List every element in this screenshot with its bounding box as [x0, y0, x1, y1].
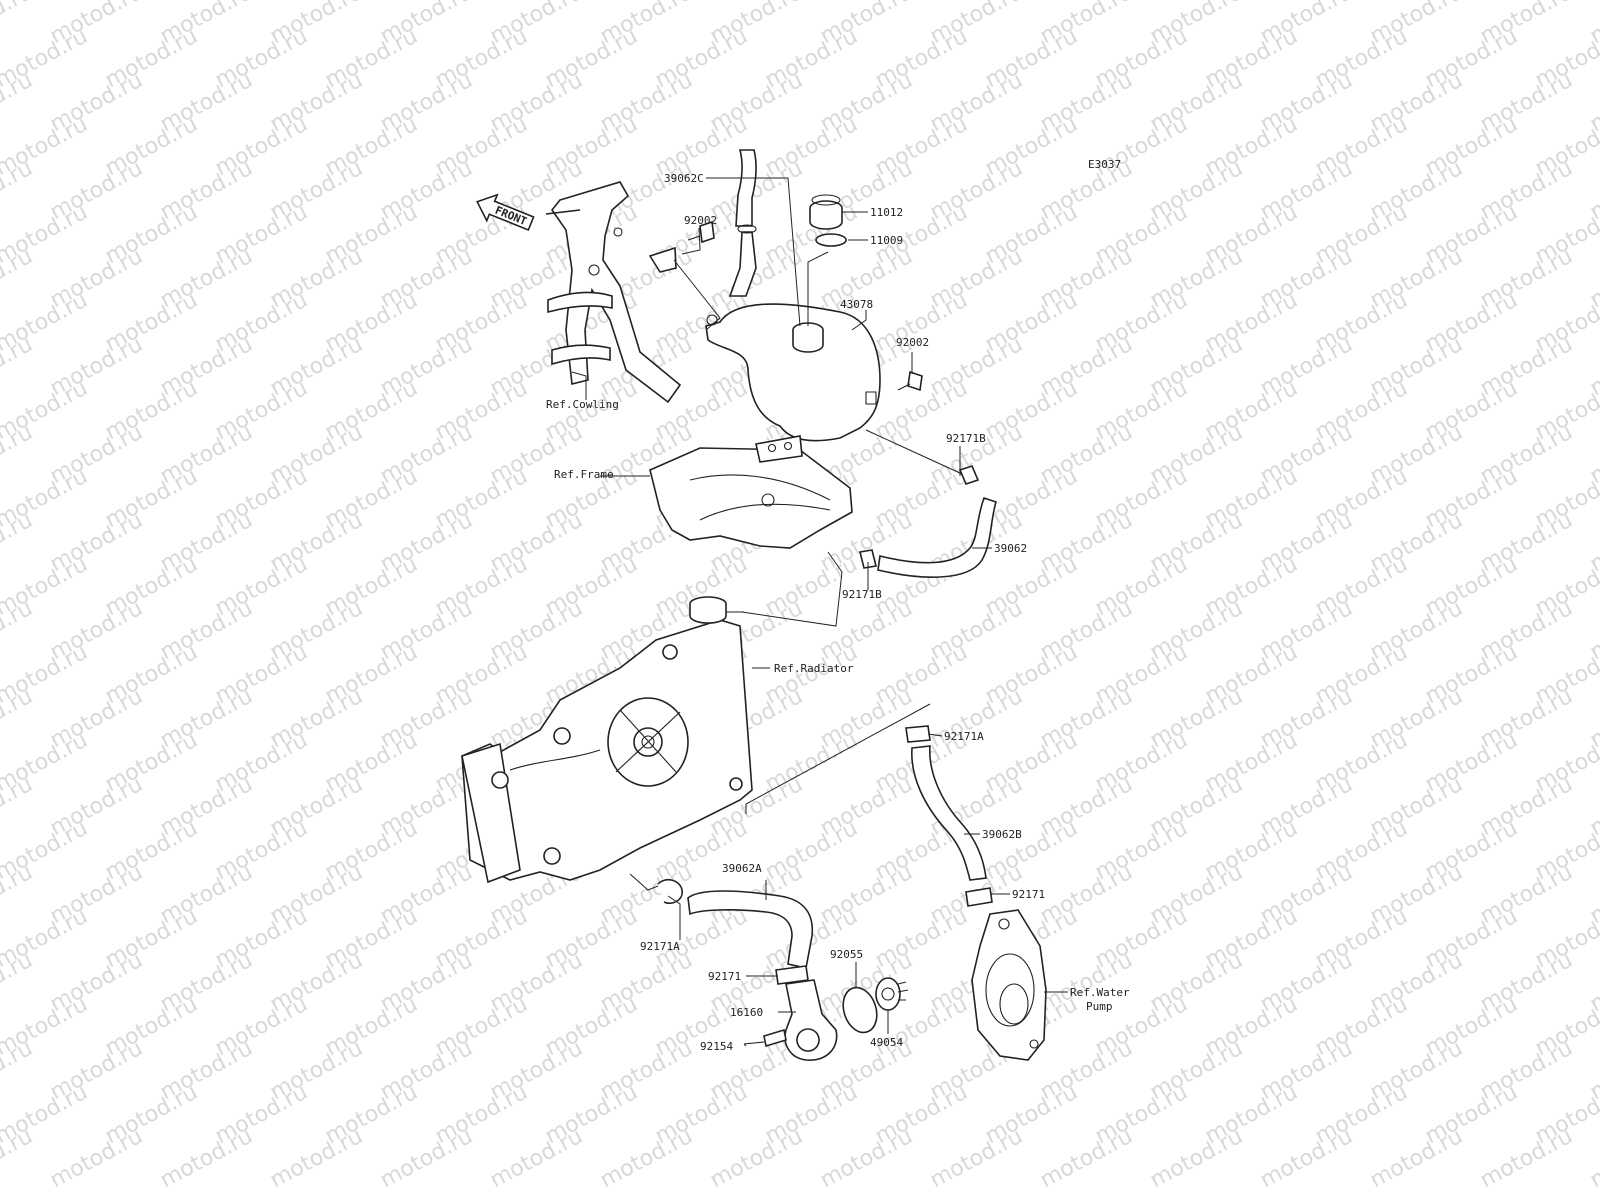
watermark-text: motod.ru	[0, 772, 37, 841]
label-92171a-a: 92171A	[944, 730, 984, 743]
bolt-92154	[743, 1028, 787, 1048]
radiator-assembly	[461, 596, 753, 884]
watermark-text: motod.ru	[0, 1124, 37, 1193]
clamp-92171b-upper	[958, 465, 980, 485]
watermark-text: motod.ru	[156, 1124, 257, 1193]
hose-39062	[877, 496, 997, 578]
label-92171b-a: 92171B	[946, 432, 986, 445]
watermark-text: motod.ru	[0, 508, 37, 577]
label-92002-a: 92002	[684, 214, 717, 227]
watermark-text: motod.ru	[816, 1124, 917, 1193]
label-92002-b: 92002	[896, 336, 929, 349]
clamp-92171-lower	[775, 965, 809, 985]
bolt-92002-right	[897, 370, 923, 392]
part-labels: 39062C 92002 11012 11009 43078 92002 Ref…	[546, 172, 1130, 1053]
o-ring-92055	[842, 986, 878, 1034]
clamp-92171-right	[965, 887, 993, 907]
o-ring-11009	[815, 233, 847, 247]
watermark-text: motod.ru	[0, 0, 37, 49]
hose-39062b	[911, 745, 987, 881]
label-39062: 39062	[994, 542, 1027, 555]
watermark-text: motod.ru	[0, 420, 37, 489]
watermark-text: motod.ru	[46, 1124, 147, 1193]
watermark-text: motod.ru	[0, 244, 37, 313]
clamp-92171a-upper	[905, 725, 931, 743]
watermark-text: motod.ru	[0, 948, 37, 1017]
label-ref-water-pump-1: Ref.Water	[1070, 986, 1130, 999]
hose-39062c	[728, 149, 757, 297]
thermostat-housing-16160	[784, 979, 838, 1061]
thermostat-49054	[875, 977, 909, 1011]
label-39062b: 39062B	[982, 828, 1022, 841]
watermark-text: motod.ru	[1476, 1124, 1577, 1193]
frame-bracket	[649, 435, 853, 549]
label-92171-a: 92171	[1012, 888, 1045, 901]
watermark-text: motod.ru	[0, 156, 37, 225]
watermark-text: motod.ru	[1146, 1124, 1247, 1193]
label-43078: 43078	[840, 298, 873, 311]
watermark-text: motod.ru	[0, 68, 37, 137]
watermark-text: motod.ru	[0, 860, 37, 929]
label-16160: 16160	[730, 1006, 763, 1019]
label-92171a-b: 92171A	[640, 940, 680, 953]
label-ref-frame: Ref.Frame	[554, 468, 614, 481]
label-92154: 92154	[700, 1040, 733, 1053]
watermark-text: motod.ru	[706, 1124, 807, 1193]
label-11012: 11012	[870, 206, 903, 219]
watermark-text: motod.ru	[0, 684, 37, 753]
label-49054: 49054	[870, 1036, 903, 1049]
watermark-text: motod.ru	[1036, 1124, 1137, 1193]
reservoir-cap-11012	[809, 194, 843, 230]
watermark-text: motod.ru	[1586, 1124, 1600, 1193]
label-ref-cowling: Ref.Cowling	[546, 398, 619, 411]
label-39062a: 39062A	[722, 862, 762, 875]
watermark-text: motod.ru	[926, 1124, 1027, 1193]
label-92171b-b: 92171B	[842, 588, 882, 601]
label-39062c: 39062C	[664, 172, 704, 185]
watermark-text: motod.ru	[0, 596, 37, 665]
water-pump	[971, 909, 1047, 1061]
watermark-text: motod.ru	[486, 1124, 587, 1193]
label-92055: 92055	[830, 948, 863, 961]
label-11009: 11009	[870, 234, 903, 247]
watermark-text: motod.ru	[376, 1124, 477, 1193]
watermark-text: motod.ru	[0, 1036, 37, 1105]
reservoir-tank-43078	[705, 303, 881, 442]
clamp-92171b-lower	[859, 549, 877, 569]
watermark-text: motod.ru	[1256, 1124, 1357, 1193]
watermark-text: motod.ru	[0, 332, 37, 401]
watermark-text: motod.ru	[266, 1124, 367, 1193]
bolt-92002-left	[687, 220, 715, 244]
label-ref-radiator: Ref.Radiator	[774, 662, 854, 675]
diagram-code: E3037	[1088, 158, 1121, 171]
label-ref-water-pump-2: Pump	[1086, 1000, 1113, 1013]
label-92171-b: 92171	[708, 970, 741, 983]
watermark-text: motod.ru	[596, 1124, 697, 1193]
leader-lines	[571, 177, 1068, 1047]
cowling-bracket	[545, 181, 682, 404]
watermark-text: motod.ru	[1366, 1124, 1467, 1193]
clamp-92171a-lower	[657, 878, 683, 905]
